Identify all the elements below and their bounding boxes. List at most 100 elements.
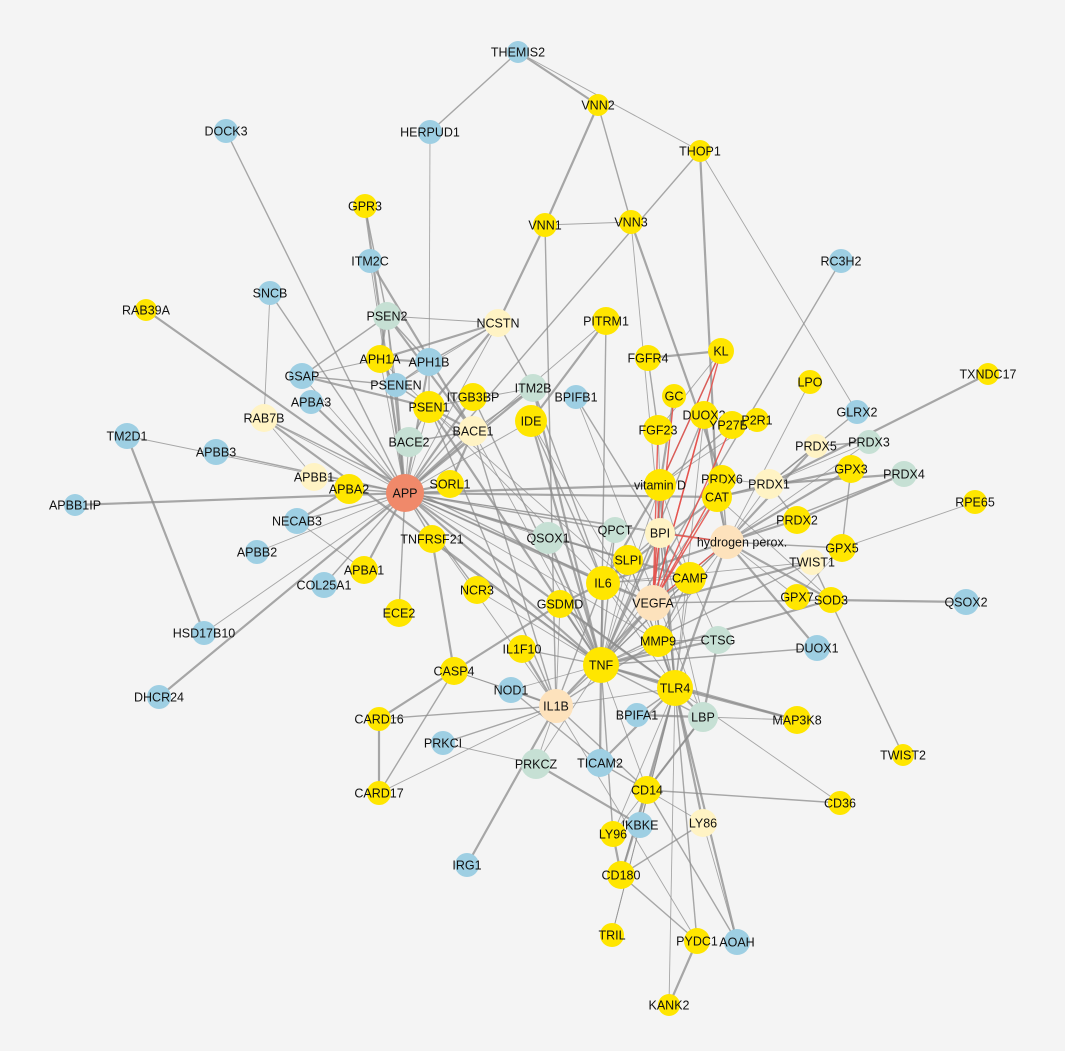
node-kank2[interactable]: KANK2 [649, 994, 690, 1016]
node-tm2d1[interactable]: TM2D1 [107, 423, 148, 449]
node-hydrogen-perox[interactable]: hydrogen perox. [697, 525, 787, 559]
node-il1b[interactable]: IL1B [539, 689, 573, 723]
node-apba3[interactable]: APBA3 [291, 390, 331, 414]
node-glrx2[interactable]: GLRX2 [837, 400, 878, 424]
node-herpud1[interactable]: HERPUD1 [400, 120, 460, 144]
node-pitrm1[interactable]: PITRM1 [583, 307, 629, 335]
node-fgf23[interactable]: FGF23 [639, 415, 678, 445]
node-ncr3[interactable]: NCR3 [460, 576, 494, 604]
node-qsox1[interactable]: QSOX1 [526, 522, 570, 554]
node-aoah[interactable]: AOAH [719, 929, 755, 955]
node-tlr4[interactable]: TLR4 [657, 670, 693, 706]
node-cd14[interactable]: CD14 [631, 776, 663, 804]
node-apba1[interactable]: APBA1 [344, 556, 384, 584]
node-yp27b1[interactable]: YP27B1 [709, 411, 755, 439]
node-apbb1ip[interactable]: APBB1IP [49, 494, 101, 516]
node-rab39a[interactable]: RAB39A [122, 299, 171, 321]
node-bace2[interactable]: BACE2 [389, 427, 430, 457]
node-gc[interactable]: GC [662, 384, 686, 408]
node-txndc17[interactable]: TXNDC17 [960, 363, 1017, 385]
node-sorl1[interactable]: SORL1 [430, 470, 471, 498]
node-vegfa[interactable]: VEGFA [632, 585, 674, 621]
node-card16[interactable]: CARD16 [354, 707, 404, 731]
node-twist2[interactable]: TWIST2 [880, 744, 926, 766]
node-app[interactable]: APP [386, 474, 424, 512]
node-fgfr4[interactable]: FGFR4 [628, 345, 669, 371]
node-apba2[interactable]: APBA2 [329, 474, 369, 504]
node-prdx1[interactable]: PRDX1 [748, 469, 790, 499]
node-gpx5[interactable]: GPX5 [825, 534, 859, 562]
node-vitamin-d[interactable]: vitamin D [634, 469, 686, 501]
node-bace1[interactable]: BACE1 [453, 416, 494, 446]
node-aph1b[interactable]: APH1B [409, 348, 450, 376]
node-pydc1[interactable]: PYDC1 [676, 928, 718, 954]
node-tnf[interactable]: TNF [583, 647, 619, 683]
node-kl[interactable]: KL [708, 338, 734, 364]
node-cat[interactable]: CAT [702, 482, 732, 512]
node-sncb[interactable]: SNCB [253, 281, 288, 305]
node-thop1[interactable]: THOP1 [679, 140, 721, 162]
node-prdx3[interactable]: PRDX3 [848, 430, 890, 454]
node-nod1[interactable]: NOD1 [494, 677, 529, 703]
node-p2r1[interactable]: P2R1 [741, 408, 773, 432]
node-itm2b[interactable]: ITM2B [515, 374, 552, 402]
node-apbb3[interactable]: APBB3 [196, 439, 236, 465]
node-cd36[interactable]: CD36 [824, 791, 856, 815]
node-prdx5[interactable]: PRDX5 [795, 434, 837, 458]
node-gpx3[interactable]: GPX3 [834, 455, 868, 483]
node-dock3[interactable]: DOCK3 [204, 119, 248, 143]
node-bpifb1[interactable]: BPIFB1 [554, 385, 598, 409]
node-twist1[interactable]: TWIST1 [789, 549, 835, 575]
node-lpo[interactable]: LPO [797, 370, 823, 394]
node-prdx4[interactable]: PRDX4 [883, 461, 925, 487]
node-vnn1[interactable]: VNN1 [528, 213, 562, 237]
node-prdx6[interactable]: PRDX6 [701, 465, 743, 493]
node-il6[interactable]: IL6 [586, 566, 620, 600]
node-hsd17b10[interactable]: HSD17B10 [173, 621, 236, 645]
node-vnn3[interactable]: VNN3 [614, 210, 648, 234]
node-necab3[interactable]: NECAB3 [272, 508, 322, 534]
node-ide[interactable]: IDE [515, 405, 547, 437]
node-itm2c[interactable]: ITM2C [351, 249, 389, 273]
node-rc3h2[interactable]: RC3H2 [821, 249, 862, 273]
node-prdx2[interactable]: PRDX2 [776, 506, 818, 534]
node-col25a1[interactable]: COL25A1 [297, 572, 352, 598]
node-ctsg[interactable]: CTSG [701, 626, 736, 654]
node-card17[interactable]: CARD17 [354, 781, 404, 805]
node-prkcz[interactable]: PRKCZ [515, 749, 558, 779]
node-apbb2[interactable]: APBB2 [237, 540, 277, 564]
node-dhcr24[interactable]: DHCR24 [134, 685, 184, 709]
node-ly96[interactable]: LY96 [599, 821, 627, 847]
node-ncstn[interactable]: NCSTN [476, 309, 520, 337]
node-psenen[interactable]: PSENEN [370, 373, 422, 397]
node-bpi[interactable]: BPI [645, 518, 675, 548]
node-gsap[interactable]: GSAP [285, 363, 320, 389]
node-slpi[interactable]: SLPI [613, 545, 643, 575]
node-qpct[interactable]: QPCT [598, 517, 633, 543]
node-qsox2[interactable]: QSOX2 [944, 589, 988, 615]
node-ly86[interactable]: LY86 [689, 809, 717, 837]
node-sod3[interactable]: SOD3 [814, 587, 848, 613]
node-duox2[interactable]: DUOX2 [682, 401, 726, 429]
node-itgb3bp[interactable]: ITGB3BP [447, 383, 500, 411]
node-irg1[interactable]: IRG1 [452, 853, 482, 877]
node-ikbke[interactable]: IKBKE [622, 812, 659, 838]
node-casp4[interactable]: CASP4 [434, 657, 475, 685]
node-camp[interactable]: CAMP [672, 562, 708, 594]
node-gpx7[interactable]: GPX7 [780, 584, 814, 610]
node-tnfrsf21[interactable]: TNFRSF21 [400, 525, 464, 553]
node-mmp9[interactable]: MMP9 [640, 625, 676, 657]
node-themis2[interactable]: THEMIS2 [491, 41, 545, 63]
node-il1f10[interactable]: IL1F10 [503, 635, 542, 663]
node-apbb1[interactable]: APBB1 [294, 463, 334, 491]
node-tril[interactable]: TRIL [598, 923, 626, 947]
node-prkci[interactable]: PRKCI [424, 731, 462, 755]
node-gpr3[interactable]: GPR3 [348, 194, 382, 218]
node-ticam2[interactable]: TICAM2 [577, 749, 623, 777]
node-rpe65[interactable]: RPE65 [955, 490, 995, 514]
node-psen1[interactable]: PSEN1 [409, 391, 450, 423]
node-aph1a[interactable]: APH1A [360, 345, 402, 373]
node-vnn2[interactable]: VNN2 [581, 94, 615, 116]
node-rab7b[interactable]: RAB7B [244, 404, 285, 432]
node-ece2[interactable]: ECE2 [383, 599, 416, 627]
